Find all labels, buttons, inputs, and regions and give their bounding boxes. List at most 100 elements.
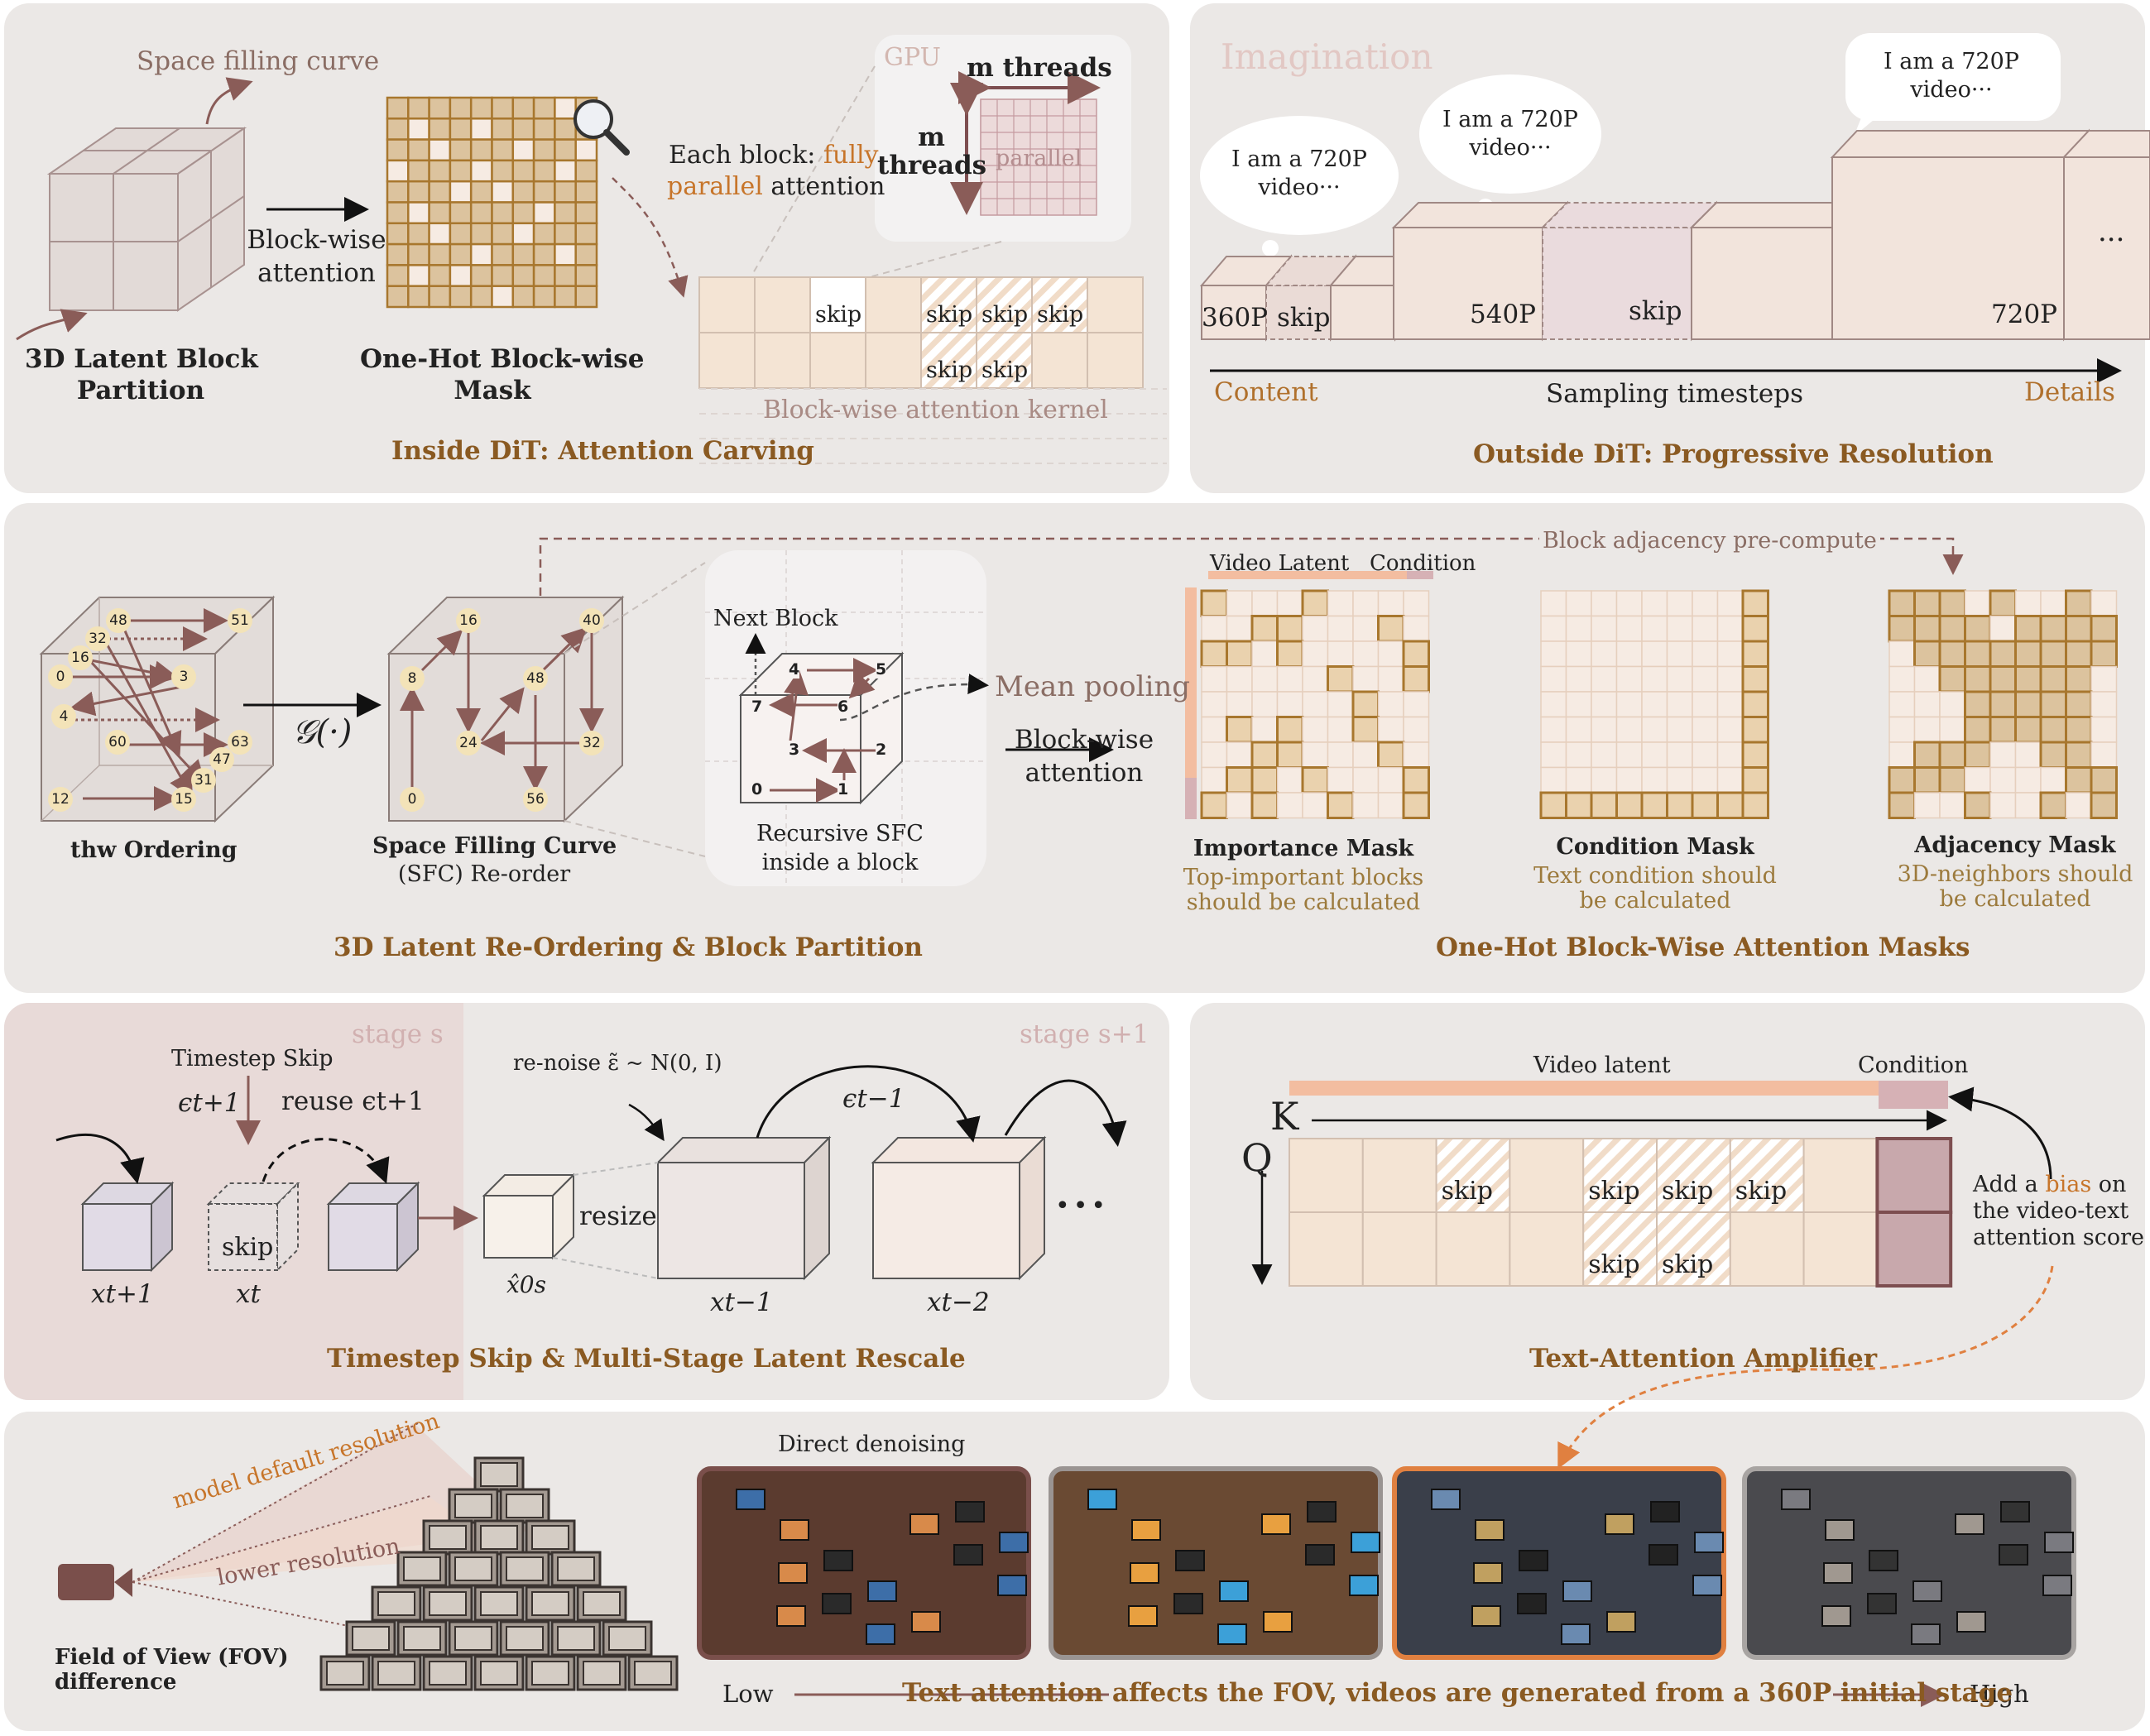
mask-cell <box>511 159 535 183</box>
tv-screen <box>403 1556 441 1581</box>
x-t1-label: xt+1 <box>91 1279 154 1309</box>
tv-thumb <box>1175 1550 1205 1571</box>
mask-cell <box>1615 766 1643 794</box>
tv-thumb <box>1999 1544 2028 1566</box>
condition-mask-label: Condition Mask <box>1556 834 1754 860</box>
tv-thumb <box>1692 1575 1722 1596</box>
inner-order-node: 1 <box>837 780 849 798</box>
mask-cell <box>1964 741 1992 769</box>
tv-screen <box>480 1661 518 1686</box>
panel-c-title-left: 3D Latent Re-Ordering & Block Partition <box>334 933 923 962</box>
stage-s1-label: stage s+1 <box>1020 1019 1149 1049</box>
k-label: K <box>1270 1094 1299 1139</box>
order-node: 0 <box>48 664 73 689</box>
kernel-skip-label: skip <box>1037 302 1084 328</box>
mask-cell <box>2039 615 2067 643</box>
order-node: 48 <box>523 666 548 691</box>
tv-thumb <box>1650 1501 1680 1523</box>
tv-thumb <box>1173 1593 1203 1614</box>
inner-order-node: 6 <box>837 698 849 716</box>
tv-screen <box>634 1661 672 1686</box>
kernel-cell <box>698 276 756 333</box>
mask-cell <box>1327 691 1354 718</box>
panel-a-title: Inside DiT: Attention Carving <box>391 436 814 466</box>
mask-cell <box>1201 741 1228 769</box>
threads-left: threads <box>877 151 987 180</box>
tv-thumb <box>1606 1611 1636 1633</box>
mask-cell <box>1377 716 1404 743</box>
mask-cell <box>1276 691 1303 718</box>
attention-skip-label: skip <box>1735 1177 1788 1206</box>
mask-cell <box>1615 640 1643 668</box>
mask-cell <box>2065 766 2093 794</box>
mask-cell <box>469 222 493 246</box>
tv-thumb <box>1307 1501 1337 1523</box>
tv-thumb <box>776 1605 806 1627</box>
tv-thumb <box>1869 1550 1898 1571</box>
attention-cell <box>1802 1211 1879 1287</box>
mask-cell <box>1352 792 1380 819</box>
direct-denoising-label: Direct denoising <box>778 1431 966 1457</box>
inner-order-node: 5 <box>876 660 887 679</box>
mask-cell <box>1352 766 1380 794</box>
mask-cell <box>407 201 430 225</box>
mask-cell <box>1692 665 1719 693</box>
mask-cell <box>1641 691 1668 718</box>
mask-cell <box>1913 691 1941 718</box>
mask-cell <box>1540 590 1567 617</box>
tv-thumb <box>2042 1575 2072 1596</box>
attention-cell <box>1509 1138 1585 1213</box>
mask-cell <box>1402 791 1430 819</box>
order-node: 60 <box>105 730 130 755</box>
condition-label: Condition <box>1370 551 1476 576</box>
mask-cell <box>1226 691 1253 718</box>
attention-skip-label: skip <box>1662 1250 1714 1279</box>
tv-thumb <box>911 1611 941 1633</box>
tv-thumb <box>1561 1623 1591 1645</box>
panel-d-title: Timestep Skip & Multi-Stage Latent Resca… <box>327 1344 966 1374</box>
attention-cell <box>1289 1138 1364 1213</box>
mask-cell <box>1938 741 1966 769</box>
tv-thumb <box>909 1513 939 1535</box>
mask-cell <box>1590 791 1618 819</box>
mask-cell <box>532 285 556 309</box>
order-node: 16 <box>68 645 93 670</box>
parallel-grid <box>980 98 1097 216</box>
order-node: 48 <box>106 608 131 633</box>
content-label: Content <box>1214 377 1318 407</box>
mask-cell <box>1716 741 1744 769</box>
mask-cell <box>1226 792 1253 819</box>
mean-pooling-label: Mean pooling <box>995 670 1191 703</box>
parallel-label: parallel <box>996 146 1082 171</box>
mask-cell <box>2065 640 2093 668</box>
next-block-label: Next Block <box>713 606 838 631</box>
tv-thumb <box>1349 1575 1379 1596</box>
mask-cell <box>574 222 598 246</box>
tv-screen <box>480 1462 518 1487</box>
mask-cell <box>1964 690 1992 718</box>
attention-skip-label: skip <box>1588 1177 1640 1206</box>
attention-cell <box>1509 1211 1585 1287</box>
mask-cell <box>2014 590 2042 617</box>
mask-cell <box>1403 590 1430 617</box>
mask-cell <box>1302 615 1329 642</box>
imagination-label: Imagination <box>1221 36 1433 77</box>
mask-cell <box>511 264 535 287</box>
mask-cell <box>1641 665 1668 693</box>
tv-thumb <box>1087 1489 1117 1510</box>
tv-thumb <box>997 1575 1027 1596</box>
mask-cell <box>1741 741 1769 769</box>
renoise-label: re-noise ε̃ ~ N(0, I) <box>513 1051 722 1076</box>
res-540-label: 540P <box>1470 300 1537 329</box>
mask-cell <box>407 242 430 266</box>
mask-cell <box>2065 792 2092 819</box>
mask-cell <box>1989 766 2017 794</box>
attention-cell <box>1656 1211 1731 1287</box>
mask-cell <box>1403 716 1430 743</box>
each-block-label: Each block: fully <box>669 141 879 170</box>
tv-thumb <box>822 1593 852 1614</box>
